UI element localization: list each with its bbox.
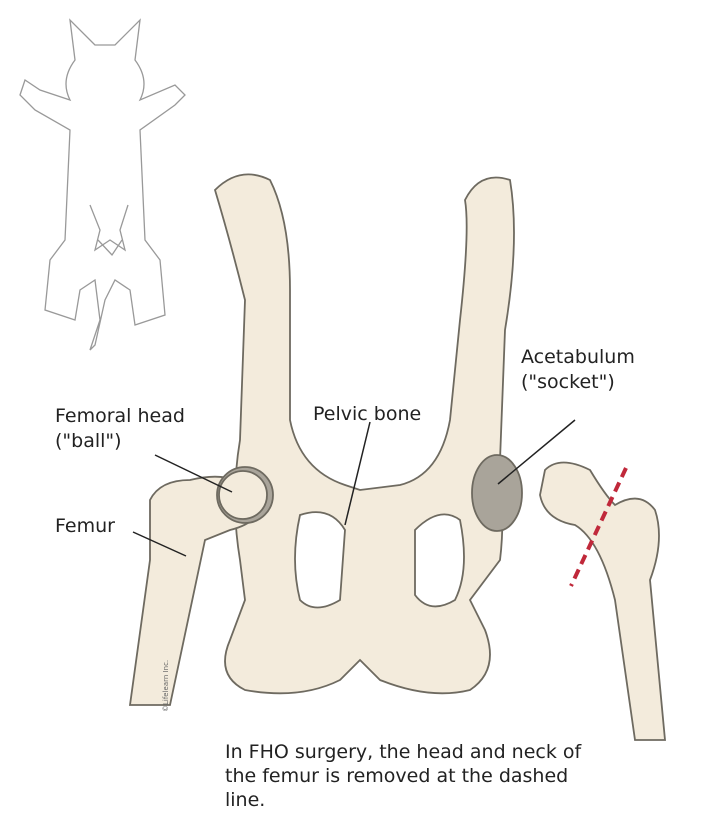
label-femur: Femur: [55, 515, 115, 537]
label-femoral-head-sub: ("ball"): [55, 430, 122, 452]
pelvic-bone: [213, 173, 523, 695]
copyright: ©Lifelearn Inc.: [162, 659, 170, 712]
right-femur: [539, 461, 666, 741]
cut-line: [569, 467, 628, 587]
label-pelvic-bone: Pelvic bone: [313, 403, 422, 425]
leader-lines: [132, 419, 576, 557]
label-acetabulum: Acetabulum: [521, 346, 635, 368]
cat-outline-icon: [19, 18, 186, 351]
left-femur: [128, 466, 274, 706]
label-acetabulum-sub: ("socket"): [521, 371, 615, 393]
caption: In FHO surgery, the head and neck of the…: [225, 741, 582, 811]
label-femoral-head: Femoral head: [55, 405, 185, 427]
